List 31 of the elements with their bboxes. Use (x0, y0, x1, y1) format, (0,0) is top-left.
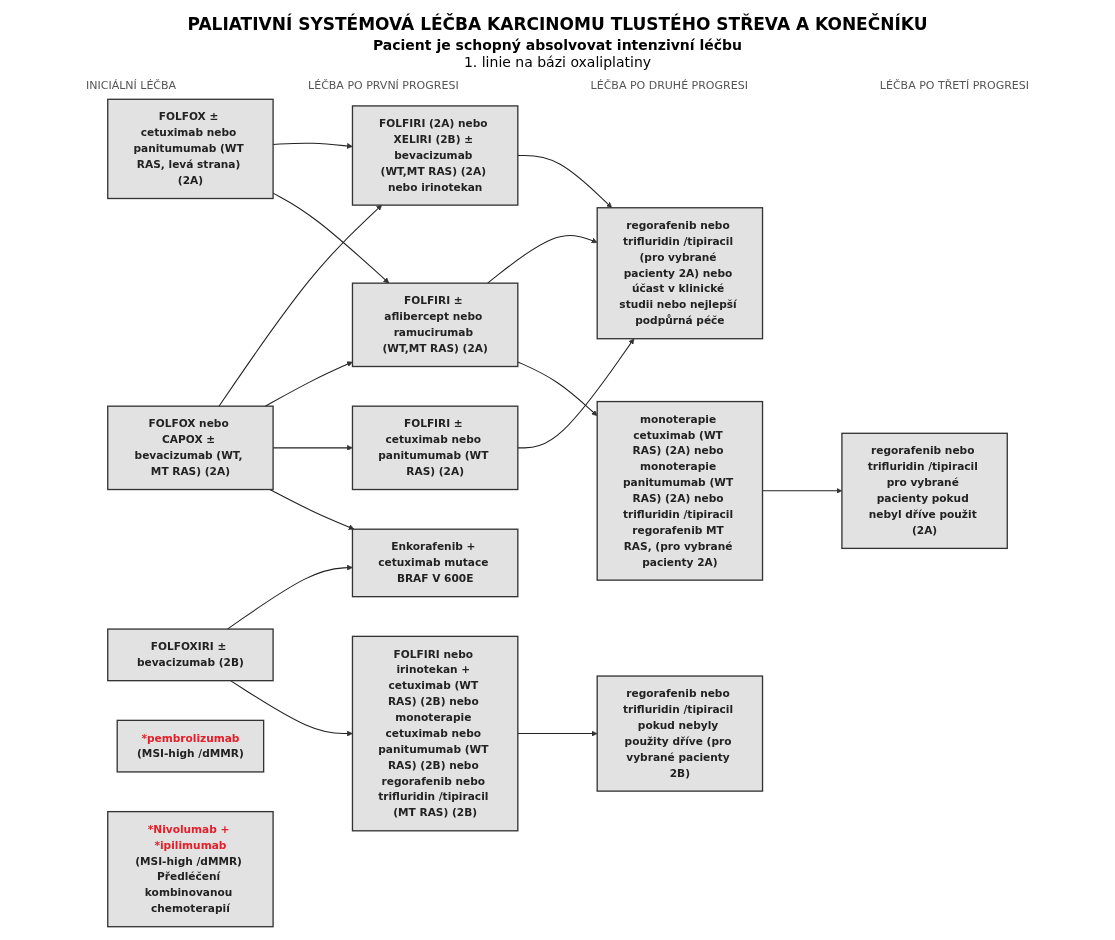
arrow (487, 235, 598, 284)
column-header: LÉČBA PO DRUHÉ PROGRESI (590, 79, 748, 92)
subtitle: 1. linie na bázi oxaliplatiny (462, 54, 653, 70)
node-box: *pembrolizumab (MSI-high /dMMR) (116, 719, 265, 773)
node-box: FOLFOX ± cetuximab nebo panitumumab (WT RAS, levá strana) (2A) (107, 98, 274, 200)
column-header: INICIÁLNÍ LÉČBA (86, 79, 177, 92)
node-box: FOLFIRI (2A) nebo XELIRI (2B) ± bevacizumab (WT,MT RAS) (2A) nebo irinotekan (351, 105, 519, 206)
subtitle: Pacient je schopný absolvovat intenzivní léčbu (372, 37, 743, 53)
node-box: regorafenib nebo trifluridin /tipiracil pro vybrané pacienty pokud nebyl dříve použit (2A) (841, 432, 1008, 550)
node-box: FOLFIRI nebo irinotekan + cetuximab (WT RAS) (2B) nebo monoterapie cetuximab nebo panitumumab (WT RAS) (2B) nebo regorafenib nebo trifluridin /tipiracil (MT RAS) (2B) (351, 635, 519, 832)
node-box: regorafenib nebo trifluridin /tipiracil pokud nebyly použity dříve (pro vybrané pacienty 2B) (596, 675, 764, 792)
arrow (269, 489, 355, 530)
arrow (517, 730, 598, 737)
diagram-title: PALIATIVNÍ SYSTÉMOVÁ LÉČBA KARCINOMU TLUSTÉHO STŘEVA A KONEČNÍKU (187, 14, 928, 34)
arrow (218, 204, 383, 407)
arrow (230, 680, 353, 737)
node-box: FOLFOXIRI ± bevacizumab (2B) (107, 628, 274, 682)
column-header: LÉČBA PO PRVNÍ PROGRESI (308, 79, 459, 92)
node-box: FOLFIRI ± cetuximab nebo panitumumab (WT RAS) (2A) (351, 405, 519, 491)
arrow (264, 361, 353, 407)
arrow (226, 564, 353, 630)
arrow (517, 361, 598, 417)
node-box: FOLFOX nebo CAPOX ± bevacizumab (WT, MT RAS) (2A) (107, 405, 274, 491)
column-header: LÉČBA PO TŘETÍ PROGRESI (879, 79, 1029, 92)
node-box: monoterapie cetuximab (WT RAS) (2A) nebo monoterapie panitumumab (WT RAS) (2A) nebo trifluridin /tipiracil regorafenib MT RAS, (pro vybrané pacienty 2A) (596, 400, 764, 581)
node-box: Enkorafenib + cetuximab mutace BRAF V 600E (351, 528, 519, 598)
arrow (517, 155, 613, 209)
node-box: FOLFIRI ± aflibercept nebo ramucirumab (WT,MT RAS) (2A) (351, 282, 519, 368)
node-box: *Nivolumab + *ipilimumab (MSI-high /dMMR) Předléčení kombinovanou chemoterapií (107, 810, 274, 928)
node-box: regorafenib nebo trifluridin /tipiracil (pro vybrané pacienty 2A) nebo účast v klinické studii nebo nejlepší podpůrná péče (596, 207, 764, 340)
arrow (517, 338, 635, 449)
